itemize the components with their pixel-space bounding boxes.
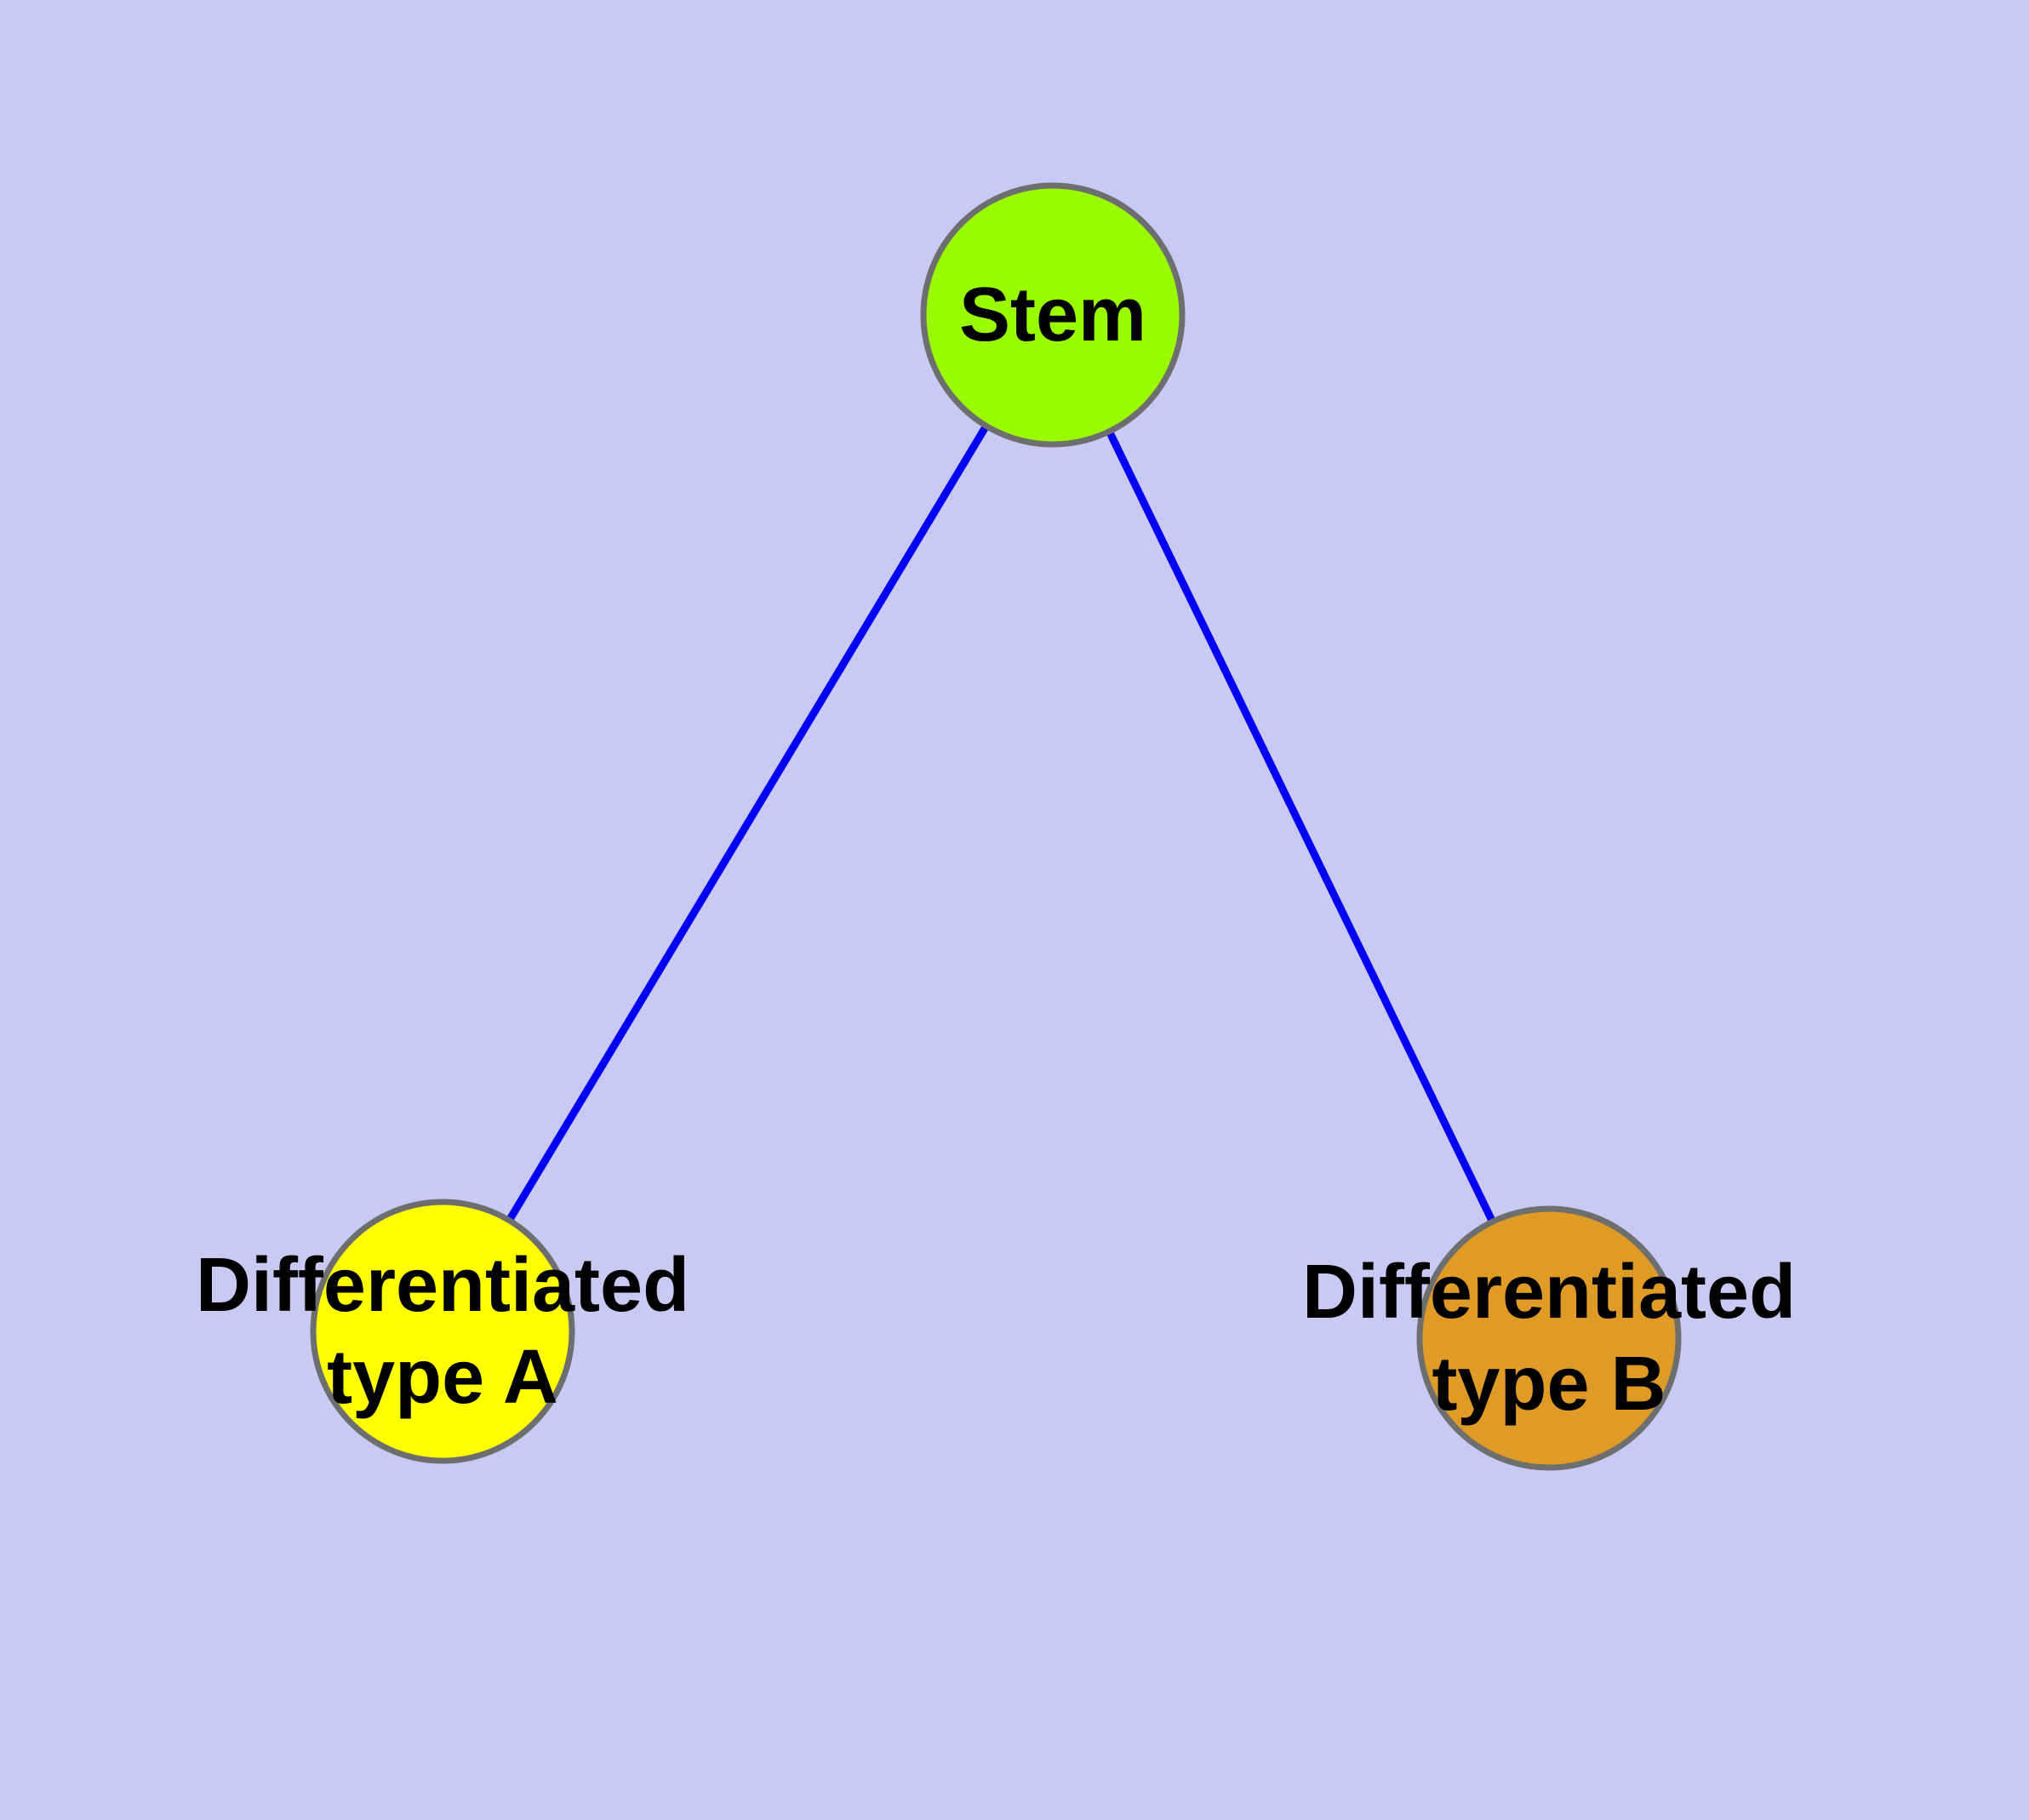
node-circle-differentiated-type-a[interactable]	[310, 1199, 575, 1464]
node-label-stem[interactable]: Stem	[958, 272, 1147, 358]
node-label-differentiated-type-a[interactable]: Differentiated type A	[195, 1243, 690, 1420]
edge-stem-to-differentiated-type-b	[1049, 313, 1553, 1340]
node-circle-differentiated-type-b[interactable]	[1416, 1205, 1682, 1471]
edge-stem-to-differentiated-type-a	[439, 312, 1056, 1334]
node-circle-stem[interactable]	[920, 182, 1186, 448]
node-label-differentiated-type-b[interactable]: Differentiated type B	[1301, 1250, 1797, 1427]
